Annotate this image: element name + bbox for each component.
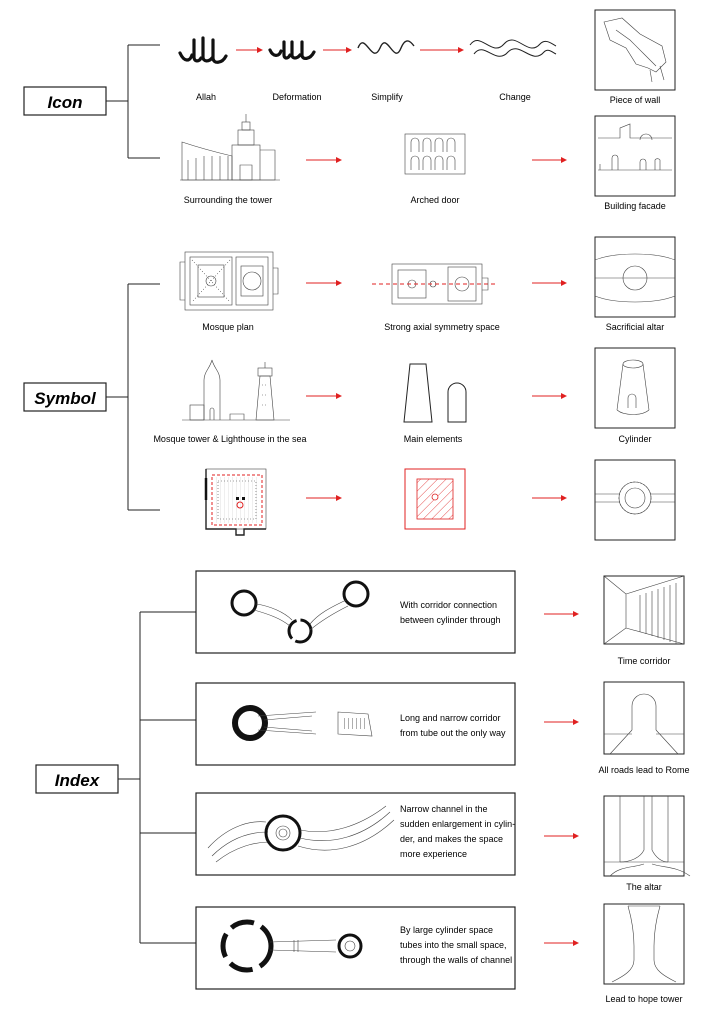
all-roads-label: All roads lead to Rome [598, 765, 689, 775]
index-4-line-3: through the walls of channel [400, 955, 512, 965]
mosque-plan-sketch [179, 251, 279, 311]
mosque-plan-label: Mosque plan [202, 322, 254, 332]
tower-lighthouse-label: Mosque tower & Lighthouse in the sea [153, 434, 306, 444]
plan-grid-sketch [204, 468, 267, 536]
icon-row-2: Surrounding the tower Arched door Buildi… [180, 114, 676, 211]
simplify-wave [357, 40, 415, 54]
index-2-line-2: from tube out the only way [400, 728, 506, 738]
change-label: Change [499, 92, 531, 102]
hope-tower-label: Lead to hope tower [605, 994, 682, 1004]
all-roads-frame [603, 681, 685, 755]
icon-category-label: Icon [48, 93, 83, 112]
index-3-line-3: der, and makes the space [400, 834, 503, 844]
building-facade-label: Building facade [604, 201, 666, 211]
symbol-row-1: Mosque plan Strong axial symmetry space … [179, 236, 676, 332]
hope-tower-sketch [611, 905, 677, 983]
building-facade-sketch [598, 123, 672, 171]
axial-symmetry-label: Strong axial symmetry space [384, 322, 500, 332]
allah-label: Allah [196, 92, 216, 102]
sacrificial-altar-label: Sacrificial altar [606, 322, 665, 332]
axial-symmetry-sketch [372, 263, 498, 305]
icon-row-1: Allah Deformation Simplify Change Piece … [178, 9, 676, 105]
index-1-line-2: between cylinder through [400, 615, 501, 625]
index-4-line-1: By large cylinder space [400, 925, 493, 935]
index-row-3: Narrow channel in the sudden enlargement… [195, 792, 691, 892]
index-1-line-1: With corridor connection [400, 600, 497, 610]
icon-category-box [23, 86, 107, 116]
altar-ring-sketch [595, 481, 675, 515]
time-corridor-label: Time corridor [618, 656, 671, 666]
the-altar-label: The altar [626, 882, 662, 892]
index-row-4: By large cylinder space tubes into the s… [195, 903, 685, 1004]
tower-arcade-sketch [180, 114, 280, 181]
symbol-row-2: Mosque tower & Lighthouse in the sea Mai… [153, 347, 676, 444]
arched-door-label: Arched door [410, 195, 459, 205]
index-3-line-4: more experience [400, 849, 467, 859]
the-altar-sketch [604, 796, 691, 877]
simplify-label: Simplify [371, 92, 403, 102]
symbol-category-label: Symbol [34, 389, 97, 408]
index-3-line-2: sudden enlargement in cylin- [400, 819, 515, 829]
index-row-1: With corridor connection between cylinde… [195, 570, 685, 666]
cylinder-label: Cylinder [618, 434, 651, 444]
sacrificial-altar-frame [594, 236, 676, 318]
hatched-square-sketch [404, 468, 466, 530]
building-facade-frame [594, 115, 676, 197]
allah-calligraphy [178, 36, 228, 64]
main-elements-sketch [403, 363, 467, 423]
time-corridor-sketch [603, 575, 685, 645]
tower-lighthouse-sketch [182, 359, 290, 421]
main-elements-label: Main elements [404, 434, 463, 444]
icon-tree: Icon [23, 44, 160, 159]
index-3-line-1: Narrow channel in the [400, 804, 488, 814]
sacrificial-altar-sketch [594, 253, 676, 303]
index-category-box [35, 764, 119, 794]
index-tree: Index [35, 611, 196, 944]
symbol-row-3 [204, 459, 676, 541]
index-box-1 [195, 570, 516, 654]
change-wave [469, 39, 557, 57]
index-row-2: Long and narrow corridor from tube out t… [195, 681, 690, 775]
index-category-label: Index [55, 771, 101, 790]
narrow-corridor-sketch [232, 705, 373, 741]
piece-of-wall-label: Piece of wall [610, 95, 661, 105]
deformation-calligraphy [268, 40, 316, 60]
arched-door-sketch [404, 133, 466, 175]
piece-of-wall-sketch [603, 17, 667, 83]
cylinder-sketch [616, 359, 650, 415]
index-4-line-2: tubes into the small space, [400, 940, 507, 950]
corridor-connection-sketch [230, 580, 370, 644]
symbol-tree: Symbol [23, 283, 160, 511]
index-2-line-1: Long and narrow corridor [400, 713, 501, 723]
cylinder-to-channel-sketch [220, 919, 363, 973]
surrounding-tower-label: Surrounding the tower [184, 195, 273, 205]
hope-tower-frame [603, 903, 685, 985]
all-roads-sketch [604, 693, 684, 755]
deformation-label: Deformation [272, 92, 321, 102]
piece-of-wall-frame [594, 9, 676, 91]
enlargement-sketch [207, 805, 395, 863]
